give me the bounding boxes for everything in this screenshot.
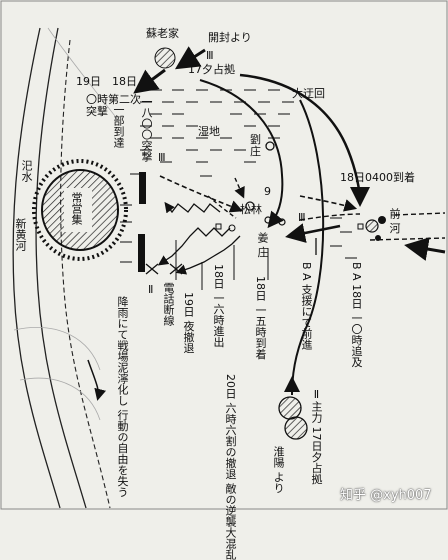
- huaiyang-unit-1: [278, 396, 302, 420]
- partial-reach-label: 一部到達: [112, 104, 125, 148]
- rain-mud-label: 降雨にて戦場泥濘化し 行動の自由を失う: [116, 296, 129, 498]
- retreat-zigzag-3: [175, 235, 241, 275]
- huaiyang-route: [291, 99, 325, 396]
- unit-mark-kaifeng: Ⅲ: [206, 49, 214, 62]
- front-line-upper: [139, 172, 146, 204]
- unit-mark-right: Ⅲ: [298, 211, 306, 224]
- capture-17-label: 17夕占拠: [188, 63, 235, 76]
- arrive-05-label: 18日 一五時到着: [254, 276, 267, 360]
- dashed-route-3: [234, 177, 245, 199]
- night-retreat-label: 19日 夜撤退: [182, 292, 195, 354]
- unit-mark-ii: Ⅱ: [148, 283, 154, 296]
- qianhe-enemy-3: [375, 235, 381, 241]
- kaifeng-label: 開封より: [208, 31, 252, 44]
- mud-arrow: [87, 359, 106, 401]
- dashed-route-6: [394, 212, 446, 216]
- day18-label: 18日: [112, 75, 137, 88]
- pursue-ba-label: B A 18日 一〇時追及: [350, 262, 363, 368]
- kaifeng-arrow: [174, 46, 206, 70]
- qianhe-enemy-arrow: [404, 237, 446, 261]
- dashed-route-4: [207, 195, 237, 219]
- marker-dot-1: [228, 224, 236, 232]
- phone-cut-label: 電話断線: [162, 282, 175, 326]
- old-river-bank-left: [12, 27, 61, 509]
- support-ba-label: B A 支援にて前進: [300, 262, 313, 351]
- main-force-label: Ⅱ主力 17日夕占拠: [310, 388, 323, 485]
- advance-arrow-top: [133, 68, 166, 94]
- crossed-flag-1: [145, 263, 159, 275]
- song-lin-label: 松林: [240, 203, 262, 216]
- dashed-route-5: [299, 213, 361, 221]
- retreat-zigzag-2: [157, 227, 231, 266]
- retreat-zigzag-1: [164, 201, 221, 214]
- qian-he-label: 前 河: [388, 208, 401, 234]
- marker-square-2: [357, 223, 364, 230]
- wetland-route: [199, 79, 284, 229]
- contour-2: [19, 377, 101, 421]
- songlin-position: [245, 201, 255, 211]
- big-detour-label: 大迂回: [292, 87, 325, 100]
- top-left-curve: [47, 27, 119, 121]
- liu-zhuang-village: [265, 141, 275, 151]
- changying-label-bg: [64, 188, 92, 232]
- sulaojia-village: [154, 47, 176, 69]
- changying-fortress-wall: [32, 159, 128, 261]
- marker-square-1: [215, 223, 222, 230]
- watermark: 知乎 @xyh007: [340, 488, 432, 503]
- old-river-label: 汜水: [20, 160, 33, 182]
- jiang-position-1: [264, 216, 272, 224]
- arrive-0400-label: 18日0400到着: [340, 171, 415, 184]
- second-attack-label: 〇時第二次 突撃: [86, 93, 141, 118]
- dashed-route-7: [369, 237, 446, 241]
- jiang-zhuang-label: 姜 庄: [256, 232, 269, 258]
- huaiyang-unit-2: [284, 416, 308, 440]
- new-yellow-river-bank: [60, 39, 111, 509]
- big-detour-arrow: [239, 73, 370, 207]
- wetland-marks: [120, 89, 357, 263]
- retreat-chaos-label: 20日 六時六割の撤退 敵の逆襲大混乱: [224, 374, 237, 560]
- dashed-route-1: [159, 175, 243, 213]
- unit-mark-9: 9: [264, 185, 271, 198]
- sulaojia-label: 蘇老家: [146, 27, 179, 40]
- battle-map: [0, 0, 448, 510]
- huaiyang-label: 淮陽 より: [272, 446, 285, 494]
- xin-huang-label: 新黄河: [14, 218, 27, 251]
- old-river-bank-right: [35, 27, 87, 509]
- qianhe-enemy-1: [365, 219, 379, 233]
- dashed-route-2: [299, 195, 358, 212]
- ba-support-arrow: [285, 223, 341, 243]
- front-line-lower: [138, 234, 145, 272]
- qianhe-enemy-2: [378, 216, 386, 224]
- at-1800-label: 一八〇〇突撃: [140, 96, 153, 162]
- liu-zhuang-label: 劉 庄: [250, 133, 261, 158]
- advance-1600-label: 18日 一六時進出: [212, 264, 225, 348]
- changying-label: 常営集: [70, 192, 83, 225]
- unit-mark-wet: Ⅲ: [158, 151, 166, 164]
- wetland-label: 湿地: [198, 125, 220, 138]
- contour-1: [13, 327, 101, 371]
- jiang-position-2: [278, 218, 286, 226]
- map-frame: [0, 0, 448, 510]
- day19-label: 19日: [76, 75, 101, 88]
